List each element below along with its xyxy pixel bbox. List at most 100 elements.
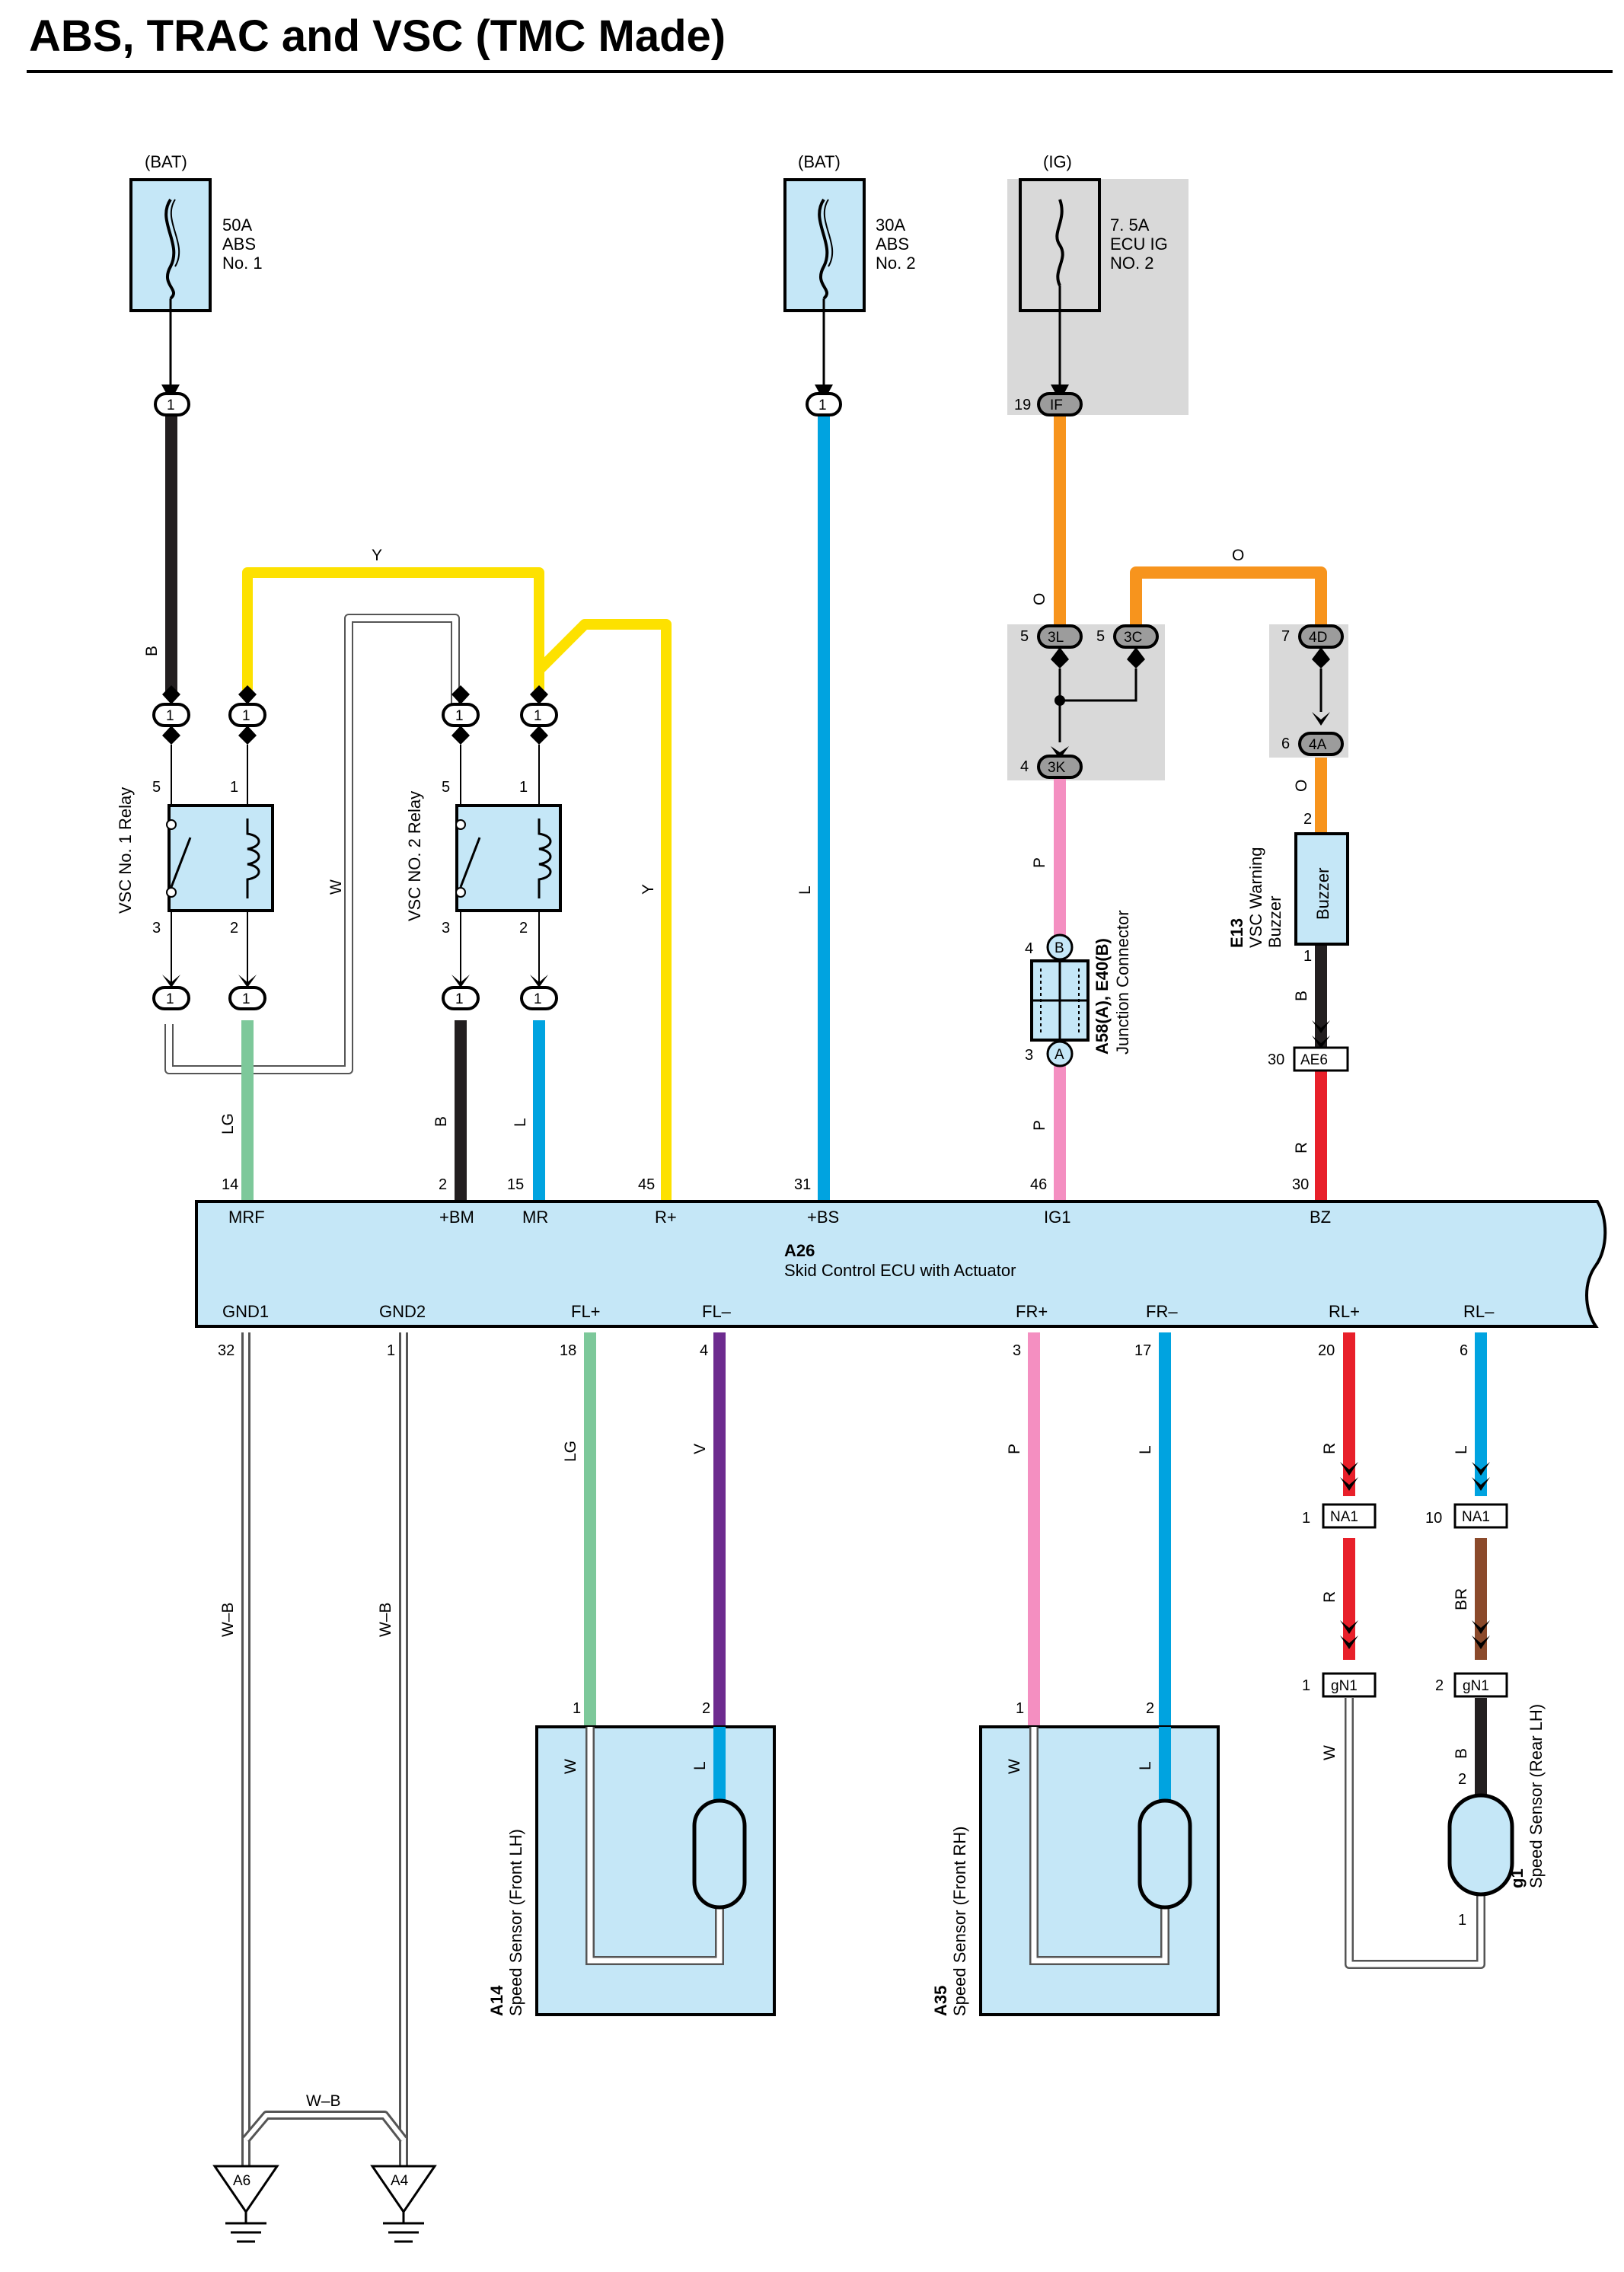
relay1-label: VSC No. 1 Relay <box>116 787 135 914</box>
svg-text:10: 10 <box>1425 1510 1442 1527</box>
svg-text:GND2: GND2 <box>379 1302 426 1321</box>
speed-sensor-rear-lh: 2 1 g1 Speed Sensor (Rear LH) <box>1447 1704 1546 1929</box>
ig-source-label: (IG) <box>1043 152 1072 171</box>
svg-text:2: 2 <box>1435 1677 1444 1694</box>
skid-control-ecu: A26 Skid Control ECU with Actuator 14 MR… <box>195 1176 1607 1359</box>
svg-text:5: 5 <box>152 779 161 796</box>
svg-text:Y: Y <box>640 884 657 895</box>
svg-text:L: L <box>691 1761 709 1770</box>
junction-connector-name: Junction Connector <box>1113 910 1132 1055</box>
svg-text:4: 4 <box>1025 940 1033 957</box>
svg-text:3L: 3L <box>1048 630 1064 646</box>
wire-color-labels: B Y W Y L O O O P P B R LG B L W–B W–B W… <box>143 547 1470 2110</box>
wires <box>164 415 1487 2166</box>
connector-na1: 1 NA1 10 NA1 <box>1302 1462 1508 1529</box>
svg-text:14: 14 <box>222 1176 238 1193</box>
bat1-source-label: (BAT) <box>145 152 187 171</box>
junction-4d-4a: 7 4D 6 4A <box>1281 624 1344 756</box>
svg-text:1: 1 <box>534 708 542 724</box>
svg-text:+BS: +BS <box>807 1208 839 1227</box>
svg-text:17: 17 <box>1134 1342 1151 1359</box>
svg-text:1: 1 <box>167 397 175 413</box>
fuse2-line1: 30A <box>876 215 905 235</box>
svg-text:32: 32 <box>218 1342 235 1359</box>
svg-text:RL+: RL+ <box>1329 1302 1360 1321</box>
sensor-fr-name: Speed Sensor (Front RH) <box>950 1827 969 2016</box>
svg-text:R+: R+ <box>655 1208 677 1227</box>
svg-text:R: R <box>1321 1591 1338 1603</box>
svg-text:30: 30 <box>1292 1176 1309 1193</box>
svg-text:1: 1 <box>166 991 174 1007</box>
svg-text:5: 5 <box>1020 628 1029 645</box>
svg-text:+BM: +BM <box>439 1208 474 1227</box>
svg-text:MR: MR <box>522 1208 548 1227</box>
svg-text:LG: LG <box>562 1441 579 1462</box>
svg-text:B: B <box>143 646 161 656</box>
svg-text:45: 45 <box>638 1176 655 1193</box>
svg-text:2: 2 <box>230 920 238 937</box>
svg-text:NA1: NA1 <box>1462 1509 1490 1525</box>
svg-text:gN1: gN1 <box>1463 1678 1489 1694</box>
svg-text:3: 3 <box>1025 1047 1033 1064</box>
svg-text:IG1: IG1 <box>1044 1208 1070 1227</box>
svg-text:1: 1 <box>455 708 464 724</box>
svg-text:4D: 4D <box>1309 630 1327 646</box>
svg-text:V: V <box>691 1444 709 1454</box>
svg-text:1: 1 <box>818 397 827 413</box>
svg-text:31: 31 <box>794 1176 811 1193</box>
svg-text:30: 30 <box>1268 1051 1284 1068</box>
svg-text:6: 6 <box>1460 1342 1468 1359</box>
svg-text:5: 5 <box>1096 628 1105 645</box>
svg-text:BZ: BZ <box>1310 1208 1331 1227</box>
svg-text:W–B: W–B <box>306 2092 341 2110</box>
svg-text:3: 3 <box>152 920 161 937</box>
relay1-top-terminals: 1 1 <box>152 703 266 727</box>
svg-text:gN1: gN1 <box>1331 1678 1358 1694</box>
svg-text:A4: A4 <box>391 2173 409 2189</box>
svg-text:1: 1 <box>230 779 238 796</box>
svg-text:3K: 3K <box>1048 760 1066 776</box>
svg-text:1: 1 <box>242 991 250 1007</box>
svg-text:5: 5 <box>442 779 450 796</box>
svg-text:19: 19 <box>1014 397 1031 413</box>
fuse3-line1: 7. 5A <box>1110 215 1150 235</box>
terminal-if-19: 19 IF <box>1014 392 1083 416</box>
svg-text:R: R <box>1293 1142 1310 1154</box>
svg-text:1: 1 <box>166 708 174 724</box>
svg-text:L: L <box>512 1118 529 1127</box>
svg-text:O: O <box>1232 547 1244 564</box>
ecu-code: A26 <box>784 1241 815 1260</box>
svg-text:A6: A6 <box>233 2173 250 2189</box>
svg-text:7: 7 <box>1281 628 1290 645</box>
ecu-name: Skid Control ECU with Actuator <box>784 1261 1016 1280</box>
fuse1-line1: 50A <box>222 215 252 235</box>
wire-w-rl-inner <box>1346 1698 1484 1967</box>
svg-text:6: 6 <box>1281 736 1290 752</box>
relay-vsc-no2: 5 1 3 2 VSC NO. 2 Relay <box>405 745 562 984</box>
svg-text:W: W <box>327 879 345 895</box>
wire-y-r-plus <box>535 619 672 1201</box>
speed-sensor-front-rh: 1 2 A35 Speed Sensor (Front RH) <box>931 1700 1220 2016</box>
svg-text:L: L <box>1137 1761 1154 1770</box>
buzzer-label: Buzzer <box>1313 868 1332 920</box>
svg-text:AE6: AE6 <box>1300 1052 1328 1068</box>
svg-text:IF: IF <box>1050 397 1063 413</box>
svg-text:FL+: FL+ <box>571 1302 601 1321</box>
svg-text:W: W <box>562 1759 579 1774</box>
svg-text:1: 1 <box>242 708 250 724</box>
svg-text:FL–: FL– <box>702 1302 732 1321</box>
junction-connector-a58-e40: 4 B 3 A A58(A), E40(B) Junction Connecto… <box>1025 910 1132 1067</box>
svg-text:W–B: W–B <box>219 1602 237 1637</box>
buzzer-name-1: VSC Warning <box>1246 847 1265 948</box>
relay-bottom-arrows <box>162 975 548 988</box>
sensor-fl-name: Speed Sensor (Front LH) <box>506 1829 525 2016</box>
svg-text:2: 2 <box>1303 811 1312 828</box>
svg-text:4: 4 <box>1020 758 1029 775</box>
svg-text:P: P <box>1006 1444 1023 1454</box>
svg-text:1: 1 <box>534 991 542 1007</box>
relay-top-arrows <box>162 685 548 745</box>
junction-3l-3c-3k: 5 3L 5 3C 4 3K <box>1020 624 1159 779</box>
svg-text:Y: Y <box>372 547 382 564</box>
svg-text:L: L <box>1137 1445 1154 1454</box>
wire-o-buzzer-feed <box>1130 566 1327 628</box>
